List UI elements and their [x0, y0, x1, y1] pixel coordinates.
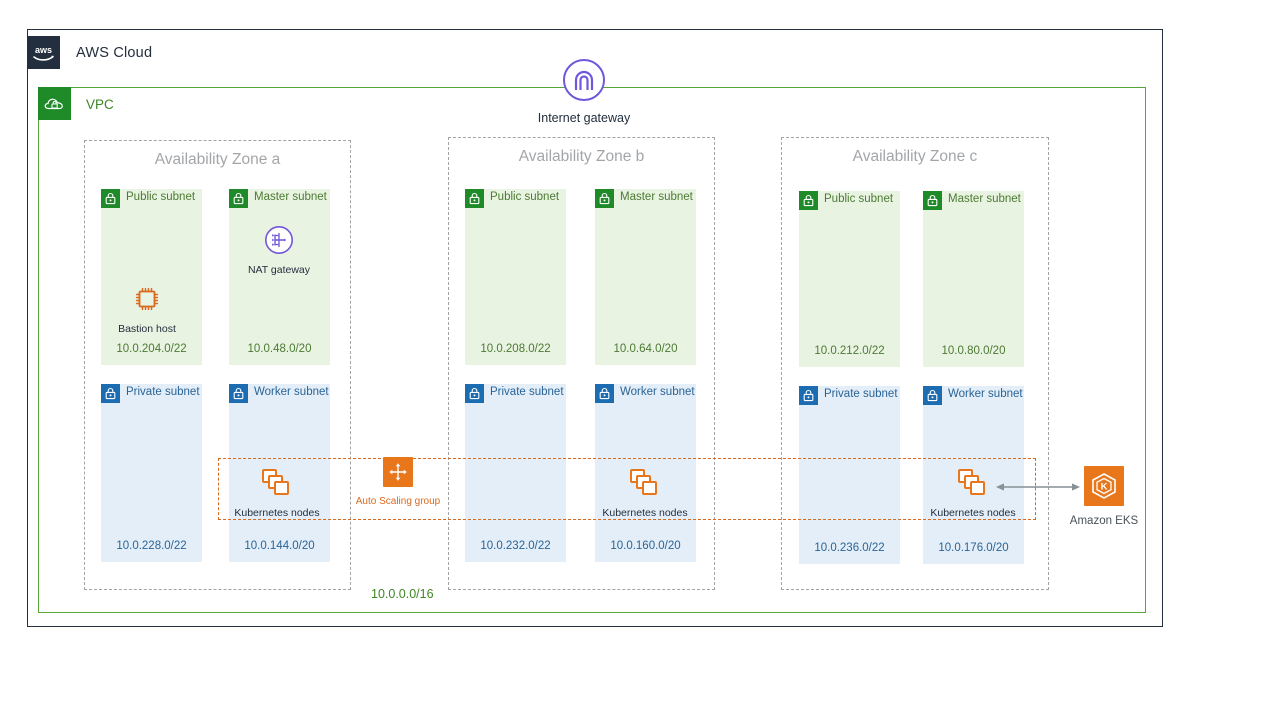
- subnet-b-private: Private subnet 10.0.232.0/22: [465, 384, 566, 562]
- aws-cloud-label: AWS Cloud: [76, 45, 153, 61]
- subnet-a-public: Public subnet 10.0.204.0/22: [101, 189, 202, 365]
- kubernetes-nodes-a-label: Kubernetes nodes: [234, 507, 320, 519]
- availability-zone-b-title: Availability Zone b: [518, 148, 645, 165]
- nat-gateway-node: NAT gateway: [219, 225, 339, 276]
- auto-scaling-group-icon: [383, 457, 413, 492]
- subnet-fill: [923, 191, 1024, 367]
- svg-text:aws: aws: [35, 45, 52, 55]
- internet-gateway-label: Internet gateway: [537, 111, 631, 125]
- lock-icon: [923, 386, 942, 405]
- subnet-b-master-name: Master subnet: [620, 191, 693, 203]
- kubernetes-nodes-b: Kubernetes nodes: [585, 468, 705, 519]
- kubernetes-nodes-b-label: Kubernetes nodes: [602, 507, 688, 519]
- subnet-fill: [465, 189, 566, 365]
- svg-text:K: K: [1101, 482, 1108, 493]
- amazon-eks-icon: K: [1084, 466, 1124, 511]
- lock-icon: [799, 191, 818, 210]
- bastion-host-node: Bastion host: [87, 284, 207, 335]
- lock-icon: [799, 386, 818, 405]
- subnet-fill: [799, 386, 900, 564]
- subnet-a-private-cidr: 10.0.228.0/22: [116, 540, 187, 552]
- subnet-a-public-name: Public subnet: [126, 191, 196, 203]
- availability-zone-c: Availability Zone c: [781, 137, 1049, 590]
- availability-zone-b: Availability Zone b: [448, 137, 715, 590]
- subnet-fill: [101, 189, 202, 365]
- bastion-host-icon: [132, 284, 162, 319]
- subnet-fill: [465, 384, 566, 562]
- subnet-b-master: Master subnet 10.0.64.0/20: [595, 189, 696, 365]
- subnet-fill: [229, 189, 330, 365]
- subnet-b-worker-cidr: 10.0.160.0/20: [610, 540, 681, 552]
- subnet-a-master-name: Master subnet: [254, 191, 327, 203]
- subnet-c-master-cidr: 10.0.80.0/20: [941, 345, 1006, 357]
- subnet-c-private-cidr: 10.0.236.0/22: [814, 542, 885, 554]
- kubernetes-nodes-icon: [955, 468, 991, 503]
- subnet-a-worker: Worker subnet 10.0.144.0/20: [229, 384, 330, 562]
- subnet-c-public-cidr: 10.0.212.0/22: [814, 345, 885, 357]
- lock-icon: [229, 189, 248, 208]
- kubernetes-nodes-c-label: Kubernetes nodes: [930, 507, 1016, 519]
- lock-icon: [229, 384, 248, 403]
- internet-gateway-node: Internet gateway: [524, 58, 644, 125]
- nat-gateway-icon: [264, 225, 294, 260]
- lock-icon: [595, 189, 614, 208]
- subnet-fill: [595, 384, 696, 562]
- kubernetes-nodes-a: Kubernetes nodes: [217, 468, 337, 519]
- subnet-b-public-cidr: 10.0.208.0/22: [480, 343, 551, 355]
- subnet-a-private-name: Private subnet: [126, 386, 200, 398]
- lock-icon: [465, 189, 484, 208]
- auto-scaling-group-node: Auto Scaling group: [338, 457, 458, 507]
- subnet-c-worker: Worker subnet 10.0.176.0/20: [923, 386, 1024, 564]
- availability-zone-c-title: Availability Zone c: [852, 148, 978, 165]
- kubernetes-nodes-icon: [627, 468, 663, 503]
- bastion-host-label: Bastion host: [118, 323, 176, 335]
- subnet-c-private-name: Private subnet: [824, 388, 898, 400]
- subnet-c-public-name: Public subnet: [824, 193, 894, 205]
- subnet-b-worker: Worker subnet 10.0.160.0/20: [595, 384, 696, 562]
- subnet-a-master-cidr: 10.0.48.0/20: [247, 343, 312, 355]
- lock-icon: [595, 384, 614, 403]
- lock-icon: [101, 189, 120, 208]
- internet-gateway-icon: [562, 58, 606, 107]
- amazon-eks-label: Amazon EKS: [1069, 515, 1139, 527]
- kubernetes-nodes-c: Kubernetes nodes: [913, 468, 1033, 519]
- subnet-a-worker-cidr: 10.0.144.0/20: [244, 540, 315, 552]
- subnet-b-public-name: Public subnet: [490, 191, 560, 203]
- subnet-fill: [229, 384, 330, 562]
- subnet-c-master-name: Master subnet: [948, 193, 1021, 205]
- kubernetes-nodes-icon: [259, 468, 295, 503]
- subnet-c-master: Master subnet 10.0.80.0/20: [923, 191, 1024, 367]
- subnet-a-public-cidr: 10.0.204.0/22: [116, 343, 187, 355]
- subnet-c-worker-name: Worker subnet: [948, 388, 1023, 400]
- subnet-fill: [799, 191, 900, 367]
- subnet-c-public: Public subnet 10.0.212.0/22: [799, 191, 900, 367]
- aws-logo-icon: aws: [27, 36, 60, 69]
- subnet-a-master: Master subnet 10.0.48.0/20: [229, 189, 330, 365]
- eks-to-nodes-connector: [996, 483, 1080, 491]
- availability-zone-a-title: Availability Zone a: [154, 151, 281, 168]
- subnet-fill: [595, 189, 696, 365]
- subnet-b-master-cidr: 10.0.64.0/20: [613, 343, 678, 355]
- subnet-b-public: Public subnet 10.0.208.0/22: [465, 189, 566, 365]
- amazon-eks-node: K Amazon EKS: [1044, 466, 1164, 527]
- vpc-cidr-label: 10.0.0.0/16: [371, 587, 434, 601]
- auto-scaling-group-label: Auto Scaling group: [355, 496, 441, 507]
- lock-icon: [465, 384, 484, 403]
- subnet-a-worker-name: Worker subnet: [254, 386, 329, 398]
- subnet-b-worker-name: Worker subnet: [620, 386, 695, 398]
- subnet-c-private: Private subnet 10.0.236.0/22: [799, 386, 900, 564]
- subnet-a-private: Private subnet 10.0.228.0/22: [101, 384, 202, 562]
- vpc-icon: [38, 87, 71, 120]
- subnet-b-private-cidr: 10.0.232.0/22: [480, 540, 551, 552]
- nat-gateway-label: NAT gateway: [247, 264, 311, 276]
- lock-icon: [101, 384, 120, 403]
- subnet-b-private-name: Private subnet: [490, 386, 564, 398]
- subnet-fill: [101, 384, 202, 562]
- availability-zone-a: Availability Zone a: [84, 140, 351, 590]
- lock-icon: [923, 191, 942, 210]
- vpc-label: VPC: [86, 97, 114, 112]
- subnet-c-worker-cidr: 10.0.176.0/20: [938, 542, 1009, 554]
